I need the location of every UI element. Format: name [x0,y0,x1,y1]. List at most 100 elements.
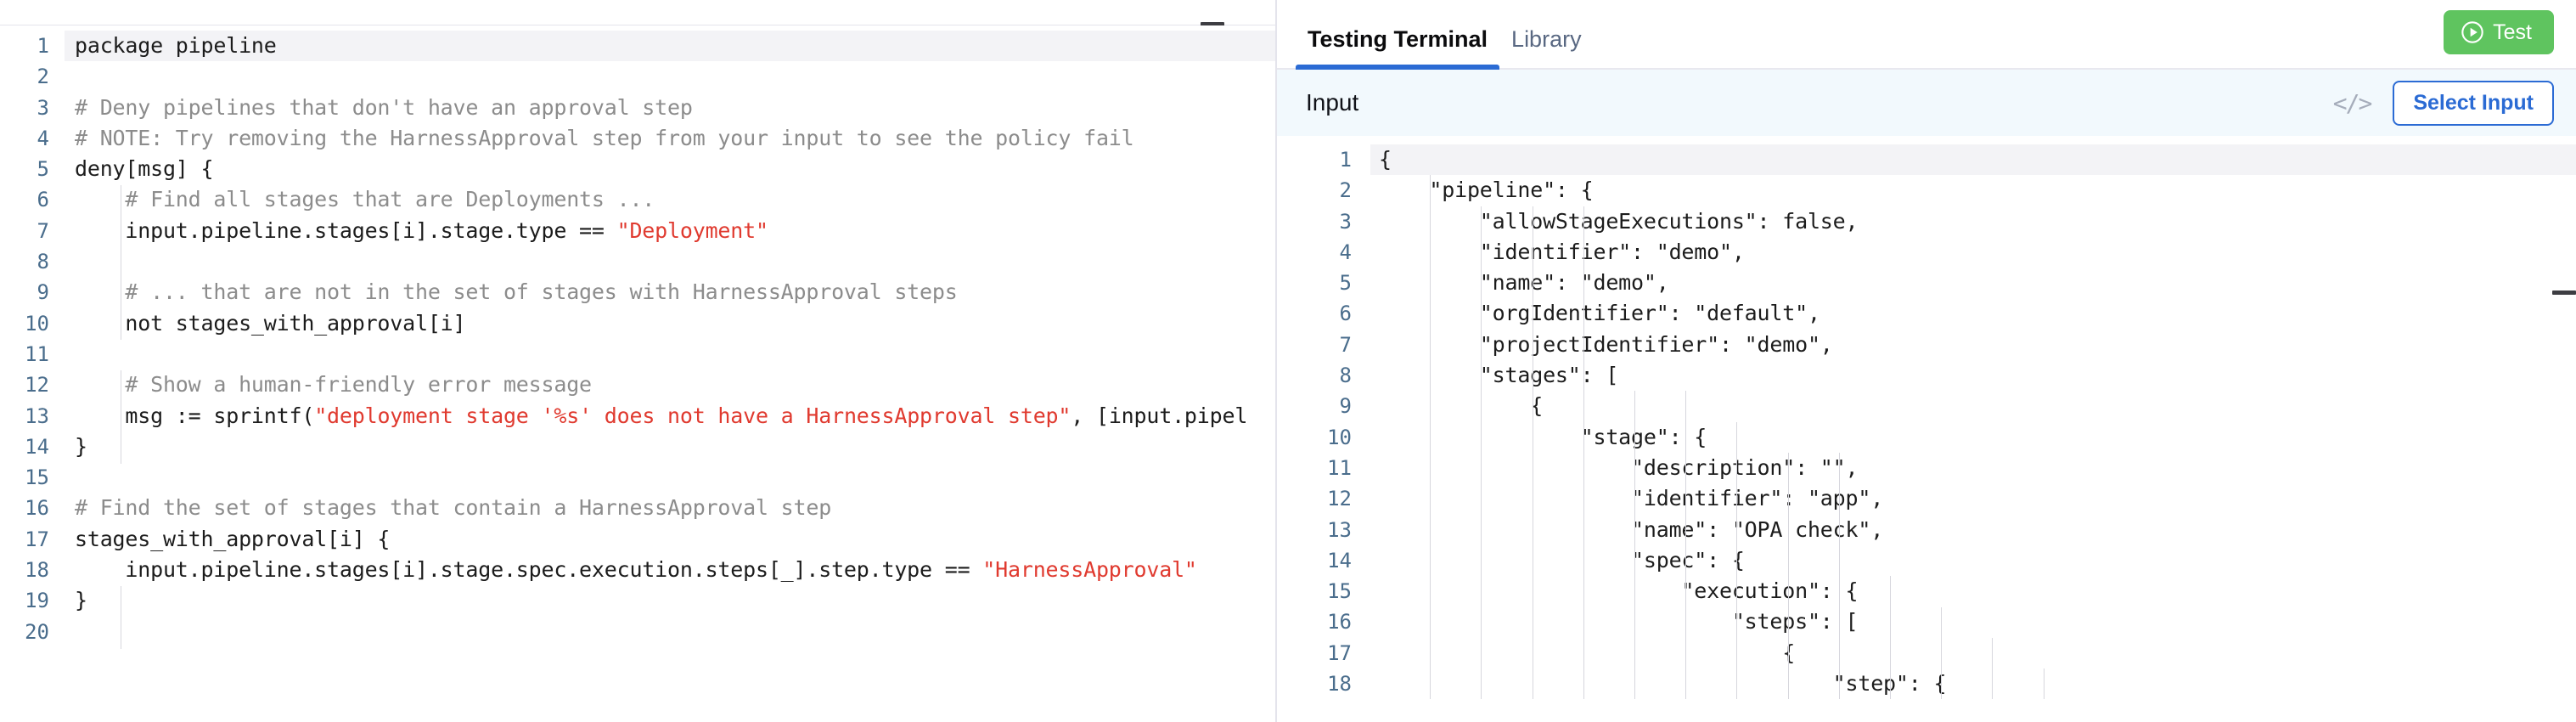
json-line[interactable]: "name": "OPA check", [1379,516,1884,542]
test-button[interactable]: Test [2444,10,2554,54]
line-number: 12 [25,373,49,398]
code-token-plain: } [75,588,87,613]
code-token-comment: # Show a human-friendly error message [75,372,592,398]
tab-testing-terminal-label: Testing Terminal [1308,26,1488,52]
line-number: 1 [1339,148,1352,172]
code-line[interactable] [65,617,1275,647]
tab-testing-terminal[interactable]: Testing Terminal [1296,26,1500,70]
indent-guide [1838,453,1840,700]
json-code-lines[interactable]: { "pipeline": { "allowStageExecutions": … [1370,139,2576,722]
code-token-plain: input.pipeline.stages[i].stage.spec.exec… [75,557,983,583]
json-line[interactable]: "identifier": "demo", [1379,239,1745,264]
line-number: 2 [37,65,49,89]
code-line[interactable]: input.pipeline.stages[i].stage.spec.exec… [65,555,1275,585]
json-line[interactable]: "stages": [ [1379,363,1619,388]
code-line[interactable]: stages_with_approval[i] { [65,524,1275,555]
code-line[interactable]: # Deny pipelines that don't have an appr… [65,93,1275,123]
json-line[interactable]: "identifier": "app", [1379,486,1884,511]
indent-guide [1890,576,1891,700]
json-line[interactable]: "description": "", [1379,454,1859,480]
json-line[interactable]: "spec": { [1379,547,1745,573]
json-line[interactable]: { [1379,393,1544,419]
line-number: 11 [25,341,49,366]
line-number: 6 [37,188,49,212]
select-input-button[interactable]: Select Input [2393,80,2554,126]
code-token-string: "Deployment" [616,217,768,243]
code-line[interactable]: # ... that are not in the set of stages … [65,277,1275,307]
tab-library[interactable]: Library [1499,26,1594,68]
input-toolbar-actions: </> Select Input [2332,80,2554,126]
line-number: 9 [37,280,49,305]
code-line[interactable]: package pipeline [65,31,1275,62]
code-token-comment: # Deny pipelines that don't have an appr… [75,94,693,120]
line-number: 15 [1327,579,1352,604]
json-line[interactable]: "pipeline": { [1379,178,1594,203]
rego-code-lines[interactable]: package pipeline # Deny pipelines that d… [65,25,1275,722]
json-line[interactable]: { [1379,640,1796,665]
code-token-comment: # ... that are not in the set of stages … [75,279,958,305]
line-number: 8 [1339,364,1352,388]
code-line[interactable] [65,61,1275,92]
line-number: 15 [25,465,49,490]
input-label: Input [1306,89,1359,116]
code-line[interactable] [65,462,1275,493]
panel-minimize-icon[interactable] [2552,290,2576,295]
line-number: 5 [37,157,49,182]
line-number: 2 [1339,178,1352,203]
indent-guide [1685,391,1687,700]
code-line[interactable]: # Find all stages that are Deployments .… [65,184,1275,215]
line-number: 11 [1327,455,1352,480]
code-brackets-icon[interactable]: </> [2332,88,2373,117]
code-line[interactable]: # Show a human-friendly error message [65,369,1275,400]
code-line[interactable]: # NOTE: Try removing the HarnessApproval… [65,123,1275,154]
json-line[interactable]: "steps": [ [1379,609,1859,635]
input-toolbar: Input </> Select Input [1277,70,2576,136]
line-number: 16 [1327,610,1352,635]
line-number: 7 [37,218,49,243]
test-button-label: Test [2493,20,2532,44]
indent-guide [1736,421,1738,700]
line-number: 12 [1327,487,1352,511]
code-line[interactable]: } [65,585,1275,616]
code-token-string: "deployment stage '%s' does not have a H… [314,403,1071,428]
indent-guide [1583,206,1584,700]
line-number: 13 [25,403,49,428]
code-line[interactable] [65,339,1275,369]
json-line[interactable]: { [1370,144,2576,176]
line-number: 3 [37,95,49,120]
json-line[interactable]: "allowStageExecutions": false, [1379,208,1859,234]
line-number: 10 [1327,425,1352,449]
indent-guide [1634,391,1635,700]
line-number: 16 [25,496,49,521]
code-line[interactable]: msg := sprintf("deployment stage '%s' do… [65,401,1275,432]
indent-guide [1430,175,1431,700]
json-line[interactable]: "step": { [1379,671,1947,697]
line-number: 1 [37,34,49,58]
editor-top-strip [0,0,1275,26]
line-number: 14 [1327,548,1352,573]
json-line[interactable]: "name": "demo", [1379,270,1669,296]
code-line[interactable]: input.pipeline.stages[i].stage.type == "… [65,216,1275,246]
minimize-icon[interactable] [1201,22,1224,26]
json-line[interactable]: "stage": { [1379,424,1707,449]
code-line[interactable]: not stages_with_approval[i] [65,308,1275,339]
code-token-comment: # Find the set of stages that contain a … [75,495,832,521]
json-line[interactable]: "projectIdentifier": "demo", [1379,331,1833,357]
code-line[interactable]: # Find the set of stages that contain a … [65,493,1275,523]
code-line[interactable]: deny[msg] { [65,154,1275,184]
code-token-plain: deny[msg] { [75,156,214,182]
code-token-plain: , [input.pipel [1071,403,1248,428]
code-line[interactable]: } [65,432,1275,462]
indent-guide [1481,206,1482,700]
indent-guide [1992,637,1994,700]
code-line[interactable] [65,246,1275,277]
line-number: 4 [1339,240,1352,264]
json-line[interactable]: "orgIdentifier": "default", [1379,301,1820,326]
terminal-tabs: Testing Terminal Library Test [1277,0,2576,70]
json-line[interactable]: "execution": { [1379,578,1859,604]
